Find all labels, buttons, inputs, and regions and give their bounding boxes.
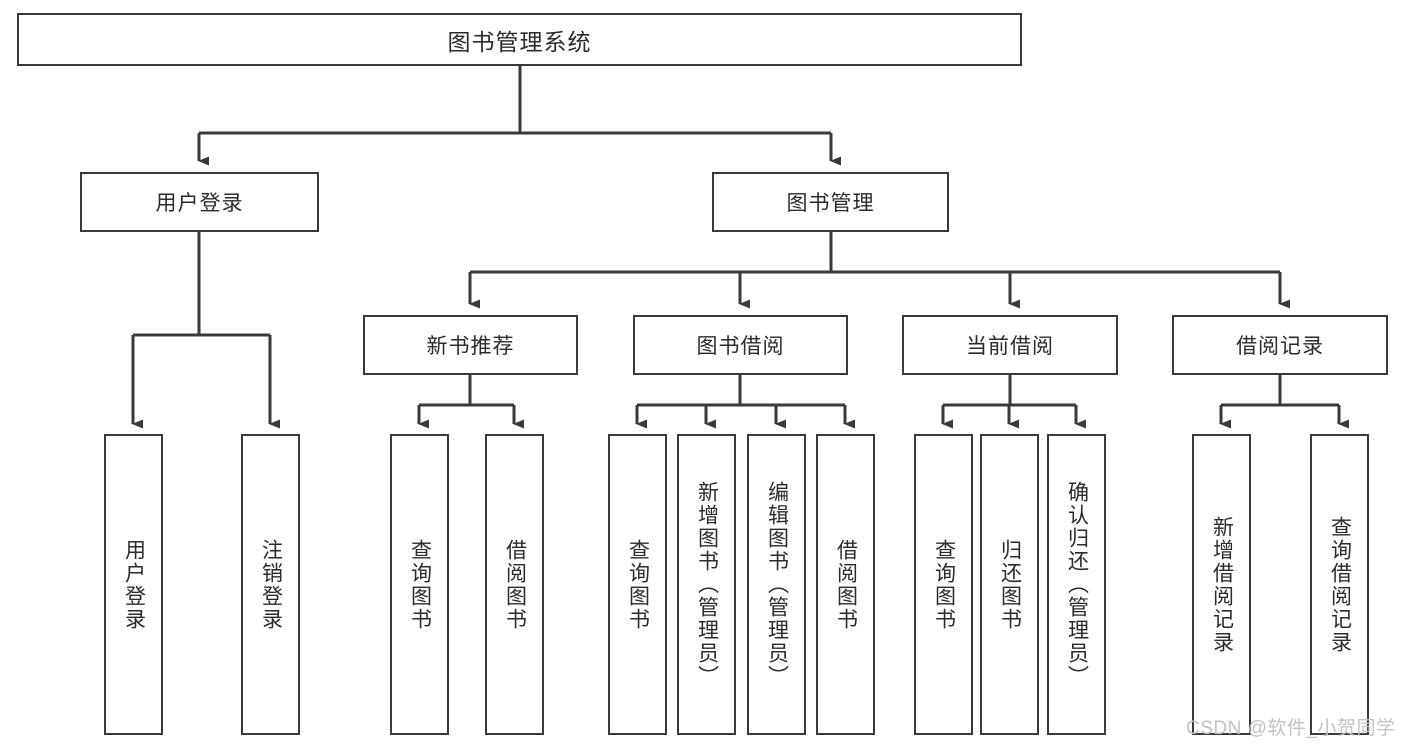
- node-leaf-add-book[interactable]: 新增图书（管理员）: [677, 434, 736, 735]
- node-book-borrow[interactable]: 图书借阅: [633, 315, 848, 375]
- node-leaf-borrow-book-2-label: 借阅图书: [834, 538, 858, 631]
- node-borrow-record-label: 借阅记录: [1236, 335, 1324, 358]
- node-leaf-confirm-return[interactable]: 确认归还（管理员）: [1047, 434, 1106, 735]
- node-user-login[interactable]: 用户登录: [80, 172, 319, 232]
- node-borrow-record[interactable]: 借阅记录: [1172, 315, 1388, 375]
- node-leaf-user-login-label: 用户登录: [122, 538, 146, 631]
- node-leaf-confirm-return-label: 确认归还（管理员）: [1065, 481, 1089, 688]
- node-leaf-query-borrow-record-label: 查询借阅记录: [1328, 515, 1352, 654]
- node-current-borrow[interactable]: 当前借阅: [902, 315, 1118, 375]
- node-book-management[interactable]: 图书管理: [712, 172, 949, 232]
- node-leaf-return-book-label: 归还图书: [998, 538, 1022, 631]
- node-new-book-recommend[interactable]: 新书推荐: [363, 315, 578, 375]
- node-book-management-label: 图书管理: [786, 192, 875, 215]
- csdn-watermark: CSDN @软件_小贺同学: [1186, 718, 1396, 739]
- node-leaf-add-borrow-record[interactable]: 新增借阅记录: [1192, 434, 1251, 735]
- node-root-label: 图书管理系统: [447, 28, 592, 55]
- node-leaf-logout-login[interactable]: 注销登录: [241, 434, 300, 735]
- node-book-borrow-label: 图书借阅: [696, 335, 785, 358]
- node-leaf-query-book-2-label: 查询图书: [626, 538, 650, 631]
- node-leaf-edit-book[interactable]: 编辑图书（管理员）: [747, 434, 806, 735]
- node-leaf-query-borrow-record[interactable]: 查询借阅记录: [1310, 434, 1369, 735]
- node-leaf-query-book-2[interactable]: 查询图书: [608, 434, 667, 735]
- node-leaf-borrow-book-1-label: 借阅图书: [503, 538, 527, 631]
- node-current-borrow-label: 当前借阅: [966, 335, 1054, 358]
- node-leaf-add-borrow-record-label: 新增借阅记录: [1210, 515, 1234, 654]
- node-leaf-edit-book-label: 编辑图书（管理员）: [765, 481, 789, 688]
- node-leaf-user-login[interactable]: 用户登录: [104, 434, 163, 735]
- node-leaf-query-book-1-label: 查询图书: [408, 538, 432, 631]
- node-root[interactable]: 图书管理系统: [17, 13, 1022, 66]
- node-new-book-recommend-label: 新书推荐: [426, 335, 515, 358]
- node-leaf-add-book-label: 新增图书（管理员）: [695, 481, 719, 688]
- node-leaf-return-book[interactable]: 归还图书: [980, 434, 1039, 735]
- node-leaf-query-book-3-label: 查询图书: [932, 538, 956, 631]
- node-leaf-query-book-1[interactable]: 查询图书: [390, 434, 449, 735]
- node-leaf-logout-login-label: 注销登录: [259, 538, 283, 631]
- node-user-login-label: 用户登录: [155, 192, 244, 215]
- node-leaf-borrow-book-2[interactable]: 借阅图书: [816, 434, 875, 735]
- node-leaf-query-book-3[interactable]: 查询图书: [914, 434, 973, 735]
- node-leaf-borrow-book-1[interactable]: 借阅图书: [485, 434, 544, 735]
